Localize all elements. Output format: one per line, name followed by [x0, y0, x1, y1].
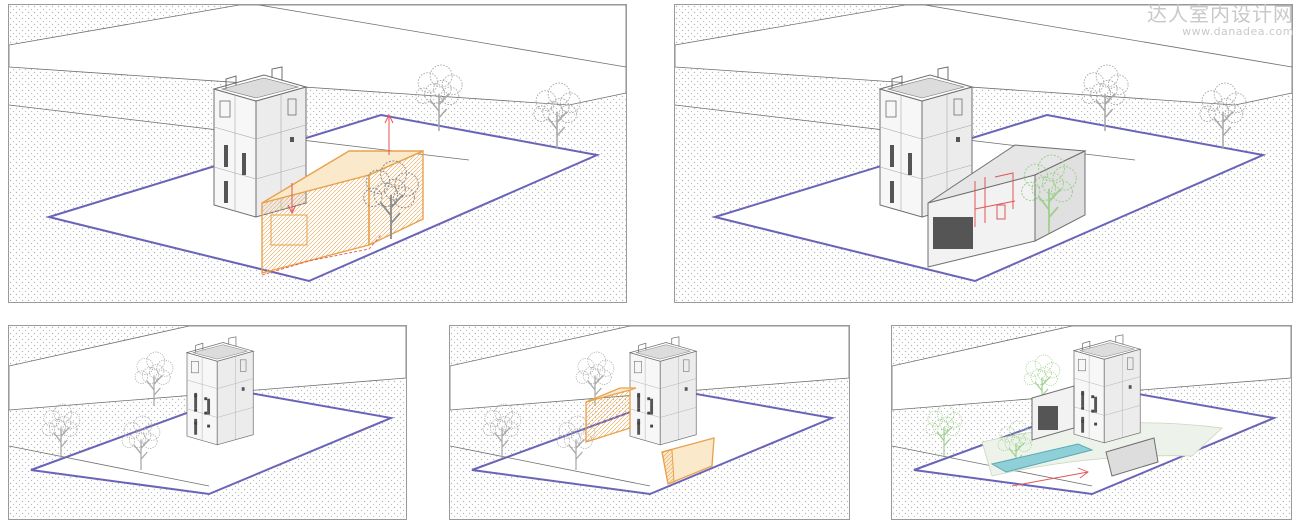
glazed-opening	[1038, 406, 1058, 430]
timber-opening	[270, 214, 308, 246]
tower-window	[634, 360, 642, 374]
axonometric-diagram-3	[9, 326, 406, 519]
tower-window	[684, 387, 688, 391]
axonometric-diagram-4	[450, 326, 849, 519]
tower-void	[220, 77, 300, 99]
tower-window	[224, 145, 228, 167]
street-band	[9, 5, 626, 106]
tower-window	[224, 181, 228, 203]
timber-volume-low-side	[661, 449, 675, 485]
tree-icon	[363, 160, 419, 239]
panel-top-left	[8, 4, 627, 303]
axonometric-diagram-5	[892, 326, 1291, 519]
road-edge	[9, 445, 210, 487]
timber-volume-top	[585, 387, 637, 403]
timber-volume-side	[368, 149, 424, 247]
frame-annotation	[996, 204, 1006, 220]
arrow-icon	[1011, 467, 1089, 487]
tower-void	[634, 344, 692, 360]
tower-window	[287, 98, 297, 116]
tower-window	[239, 359, 247, 372]
panel-bottom-right	[891, 325, 1292, 520]
tower-window	[1128, 385, 1132, 389]
tower-window	[1078, 358, 1086, 372]
tower-building	[1072, 334, 1142, 444]
axonometric-diagram-1	[9, 5, 626, 302]
tower-window	[637, 418, 641, 435]
tree-icon	[1081, 64, 1129, 132]
tower-window	[908, 153, 912, 175]
street-band	[675, 5, 1292, 106]
swimming-pool	[990, 443, 1094, 473]
tower-window	[1081, 390, 1085, 407]
tower-window	[241, 387, 245, 391]
tower-window	[194, 418, 198, 435]
tower-window	[650, 398, 654, 415]
tower-void	[886, 77, 966, 99]
road-edge	[258, 5, 626, 68]
panel-top-right	[674, 4, 1293, 303]
tower-window	[1094, 396, 1098, 413]
tower-window	[207, 398, 211, 415]
tower-window	[953, 98, 963, 116]
tree-icon	[134, 351, 174, 407]
service-volume	[1105, 437, 1159, 477]
tree-icon	[1021, 154, 1077, 233]
panel-bottom-left	[8, 325, 407, 520]
tower-window	[682, 359, 690, 372]
frame-annotation	[974, 172, 1016, 227]
tower-window	[890, 145, 894, 167]
tower-window	[219, 100, 231, 118]
road-edge	[924, 5, 1292, 68]
tower-building	[628, 336, 698, 446]
tower-void	[191, 344, 249, 360]
tower-void	[1078, 342, 1136, 358]
tower-building	[185, 336, 255, 446]
tower-building	[212, 66, 308, 218]
panel-bottom-middle	[449, 325, 850, 520]
axonometric-diagram-2	[675, 5, 1292, 302]
arrow-up-icon	[384, 113, 394, 155]
tower-window	[956, 137, 960, 142]
road-edge	[450, 445, 651, 487]
tower-window	[194, 392, 198, 409]
tower-window	[242, 153, 246, 175]
tower-window	[191, 360, 199, 374]
tower-window	[1081, 416, 1085, 433]
glazed-opening	[933, 217, 973, 249]
tower-window	[637, 392, 641, 409]
arrow-down-icon	[287, 183, 297, 215]
tower-window	[1126, 357, 1134, 370]
tower-window	[290, 137, 294, 142]
tower-window	[885, 100, 897, 118]
tower-window	[890, 181, 894, 203]
